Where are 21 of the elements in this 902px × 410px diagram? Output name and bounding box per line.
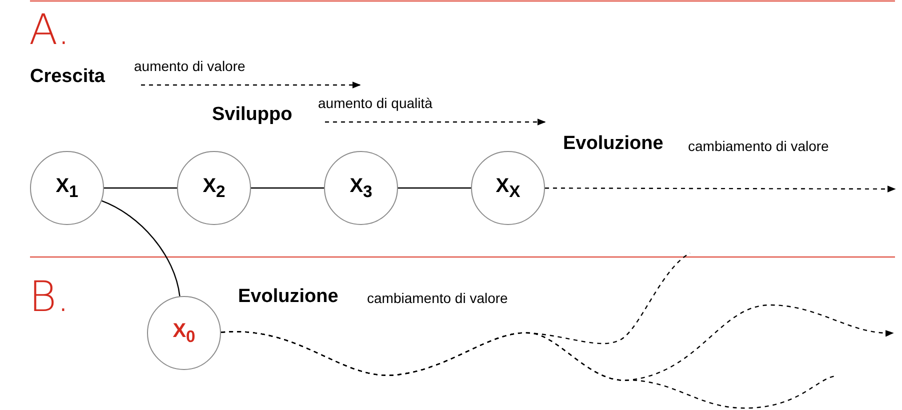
node-label: X$_{2}$ xyxy=(202,174,226,202)
node-label: X$_{0}$ xyxy=(172,320,196,346)
connector-line xyxy=(101,200,180,296)
dashed-line xyxy=(220,331,836,409)
term-description: aumento di valore xyxy=(134,58,246,74)
term-heading: Evoluzione xyxy=(563,133,664,155)
section-letter: B. xyxy=(29,273,70,322)
term-heading: Evoluzione xyxy=(238,286,338,308)
term-description: aumento di qualità xyxy=(318,95,432,112)
term-description: cambiamento di valore xyxy=(367,290,508,306)
connector-line xyxy=(104,187,177,189)
term-heading: Crescita xyxy=(30,66,105,88)
term-heading: Sviluppo xyxy=(212,104,292,126)
section-letter: A. xyxy=(29,6,70,54)
connector-line xyxy=(251,187,324,189)
connector-line xyxy=(398,187,471,189)
node-label: X$_{3}$ xyxy=(350,174,372,202)
node-label: X$_{1}$ xyxy=(56,174,78,202)
node-label: X$_{X}$ xyxy=(496,174,520,202)
term-description: cambiamento di valore xyxy=(688,138,829,154)
dashed-arrow xyxy=(545,186,896,192)
